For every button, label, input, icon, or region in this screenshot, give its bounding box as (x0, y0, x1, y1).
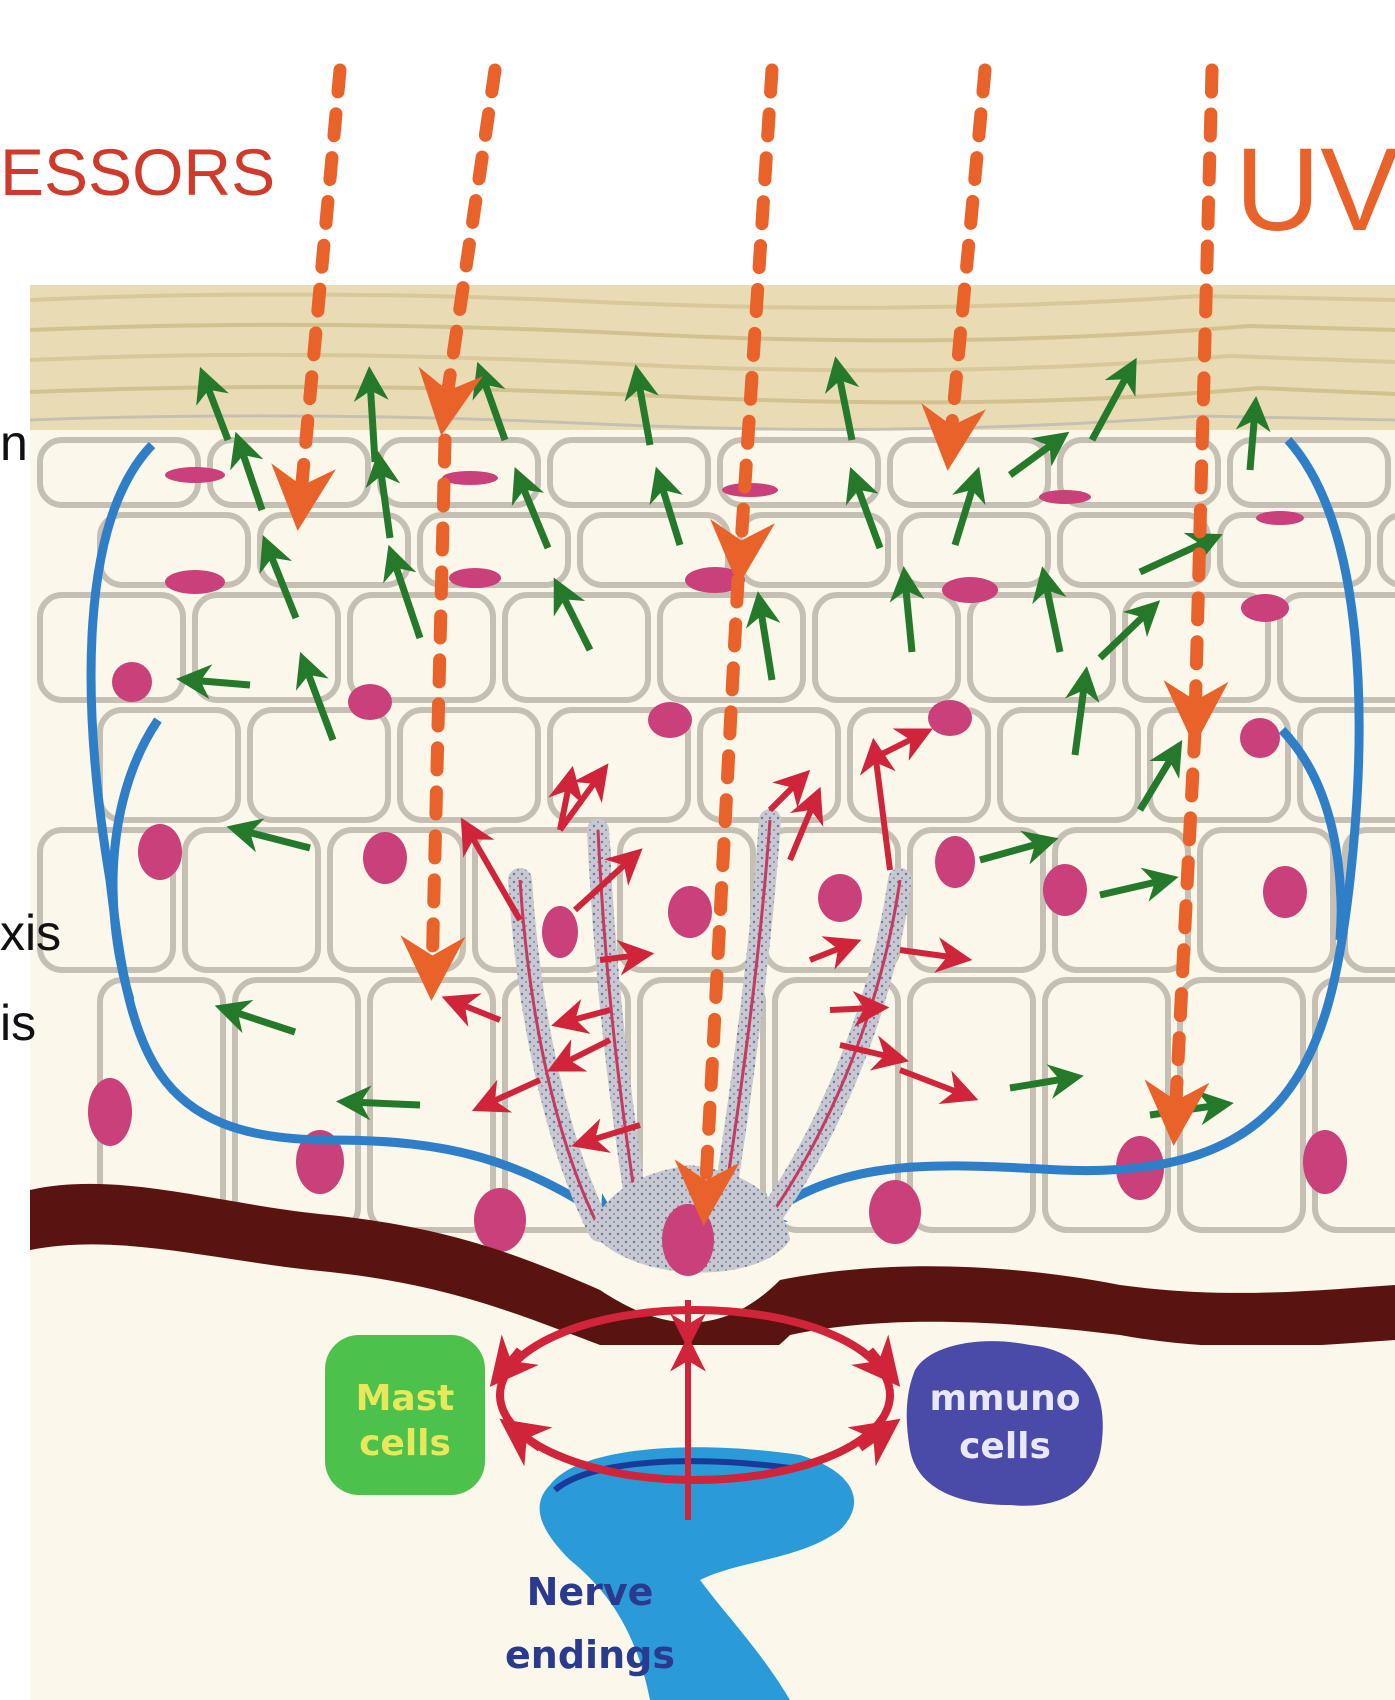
nucleus (1241, 594, 1289, 622)
green-arrow (190, 680, 250, 685)
stratum-corneum (30, 285, 1395, 430)
immune-cells (907, 1341, 1103, 1506)
nucleus (1303, 1130, 1347, 1194)
keratinocyte (1380, 515, 1395, 585)
nucleus (165, 467, 225, 483)
nucleus (138, 824, 182, 880)
green-arrow (350, 1102, 420, 1105)
side-label-stratum: n (0, 415, 28, 471)
side-label-is: is (0, 995, 36, 1051)
nucleus (112, 662, 152, 702)
nucleus (442, 471, 498, 485)
keratinocyte (400, 710, 538, 820)
keratinocyte (185, 830, 318, 970)
nucleus (1039, 490, 1091, 504)
nucleus (668, 886, 712, 938)
keratinocyte (210, 440, 368, 505)
nucleus (1043, 864, 1087, 916)
keratinocyte (505, 595, 648, 700)
nucleus (474, 1188, 526, 1252)
nucleus (942, 577, 998, 603)
keratinocyte (740, 515, 888, 585)
mast-cells-label-2: cells (359, 1423, 451, 1464)
green-arrow (1250, 410, 1255, 470)
nucleus (928, 700, 972, 736)
stressors-label: ESSORS (0, 135, 275, 209)
nucleus (449, 568, 501, 588)
uv-label: UV (1235, 124, 1395, 256)
keratinocyte (250, 710, 388, 820)
keratinocyte (1280, 595, 1395, 700)
keratinocyte (815, 595, 958, 700)
keratinocyte (910, 980, 1033, 1230)
nucleus (648, 702, 692, 738)
side-label-axis: xis (0, 905, 61, 961)
nucleus (88, 1078, 132, 1146)
nucleus (542, 906, 578, 958)
green-arrow (370, 380, 375, 462)
nucleus (1240, 718, 1280, 758)
immune-cells-label-1: mmuno (929, 1378, 1080, 1419)
nucleus (818, 874, 862, 922)
keratinocyte (970, 595, 1113, 700)
mast-cells-label-1: Mast (356, 1378, 455, 1419)
nucleus (869, 1180, 921, 1244)
nucleus (935, 836, 975, 888)
nucleus (1256, 511, 1304, 525)
keratinocyte (40, 595, 183, 700)
nucleus (348, 684, 392, 720)
nerve-endings-label-2: endings (505, 1633, 675, 1677)
keratinocyte (1000, 710, 1138, 820)
nucleus (165, 570, 225, 594)
nerve-endings-label-1: Nerve (527, 1570, 654, 1614)
nucleus (1263, 866, 1307, 918)
keratinocyte (900, 515, 1048, 585)
keratinocyte (1300, 710, 1395, 820)
red-arrow (830, 1008, 875, 1010)
nucleus (363, 832, 407, 884)
keratinocyte (550, 440, 708, 505)
immune-cells-label-2: cells (959, 1426, 1051, 1467)
